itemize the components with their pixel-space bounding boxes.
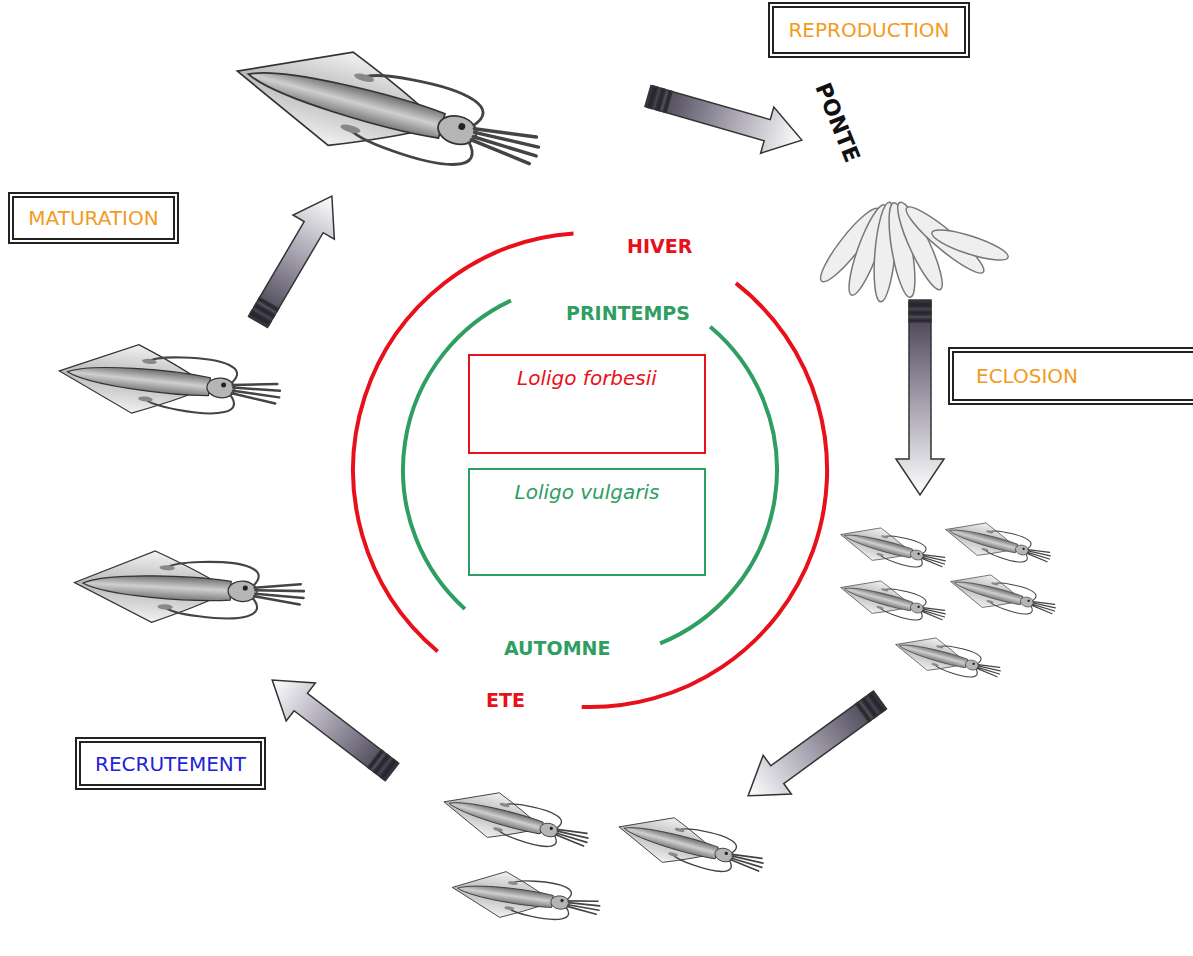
spawning-label: PONTE — [810, 79, 864, 166]
species-name: Loligo forbesii — [517, 366, 657, 390]
season-label: AUTOMNE — [504, 637, 610, 659]
juvenile-squid — [941, 513, 1054, 573]
stage-box: ECLOSION — [948, 347, 1193, 405]
stage-box: RECRUTEMENT — [75, 737, 266, 790]
subadult-squid — [73, 547, 306, 630]
recruit-squid — [613, 805, 768, 888]
juvenile-squid — [836, 518, 949, 578]
juvenile-squid — [836, 571, 949, 631]
stage-name: RECRUTEMENT — [95, 752, 246, 776]
juvenile-squid — [946, 565, 1059, 625]
species-box: Loligo forbesii — [468, 354, 706, 454]
stage-box: MATURATION — [8, 192, 179, 244]
recruit-squid — [449, 865, 602, 931]
season-label: ETE — [486, 689, 525, 711]
recruit-squid — [438, 780, 593, 863]
cycle-arrow — [237, 73, 944, 815]
juvenile-squid — [891, 628, 1004, 688]
season-label: PRINTEMPS — [566, 302, 690, 324]
season-ring — [353, 234, 827, 707]
stage-name: MATURATION — [28, 206, 158, 230]
species-box: Loligo vulgaris — [468, 468, 706, 576]
subadult-squid — [56, 337, 283, 429]
egg-mass — [814, 198, 1011, 302]
season-label: HIVER — [627, 235, 692, 257]
stage-box: REPRODUCTION — [768, 2, 970, 58]
species-name: Loligo vulgaris — [515, 480, 660, 504]
stage-name: REPRODUCTION — [788, 18, 949, 42]
adult-squid — [225, 24, 550, 198]
stage-name: ECLOSION — [976, 364, 1078, 388]
